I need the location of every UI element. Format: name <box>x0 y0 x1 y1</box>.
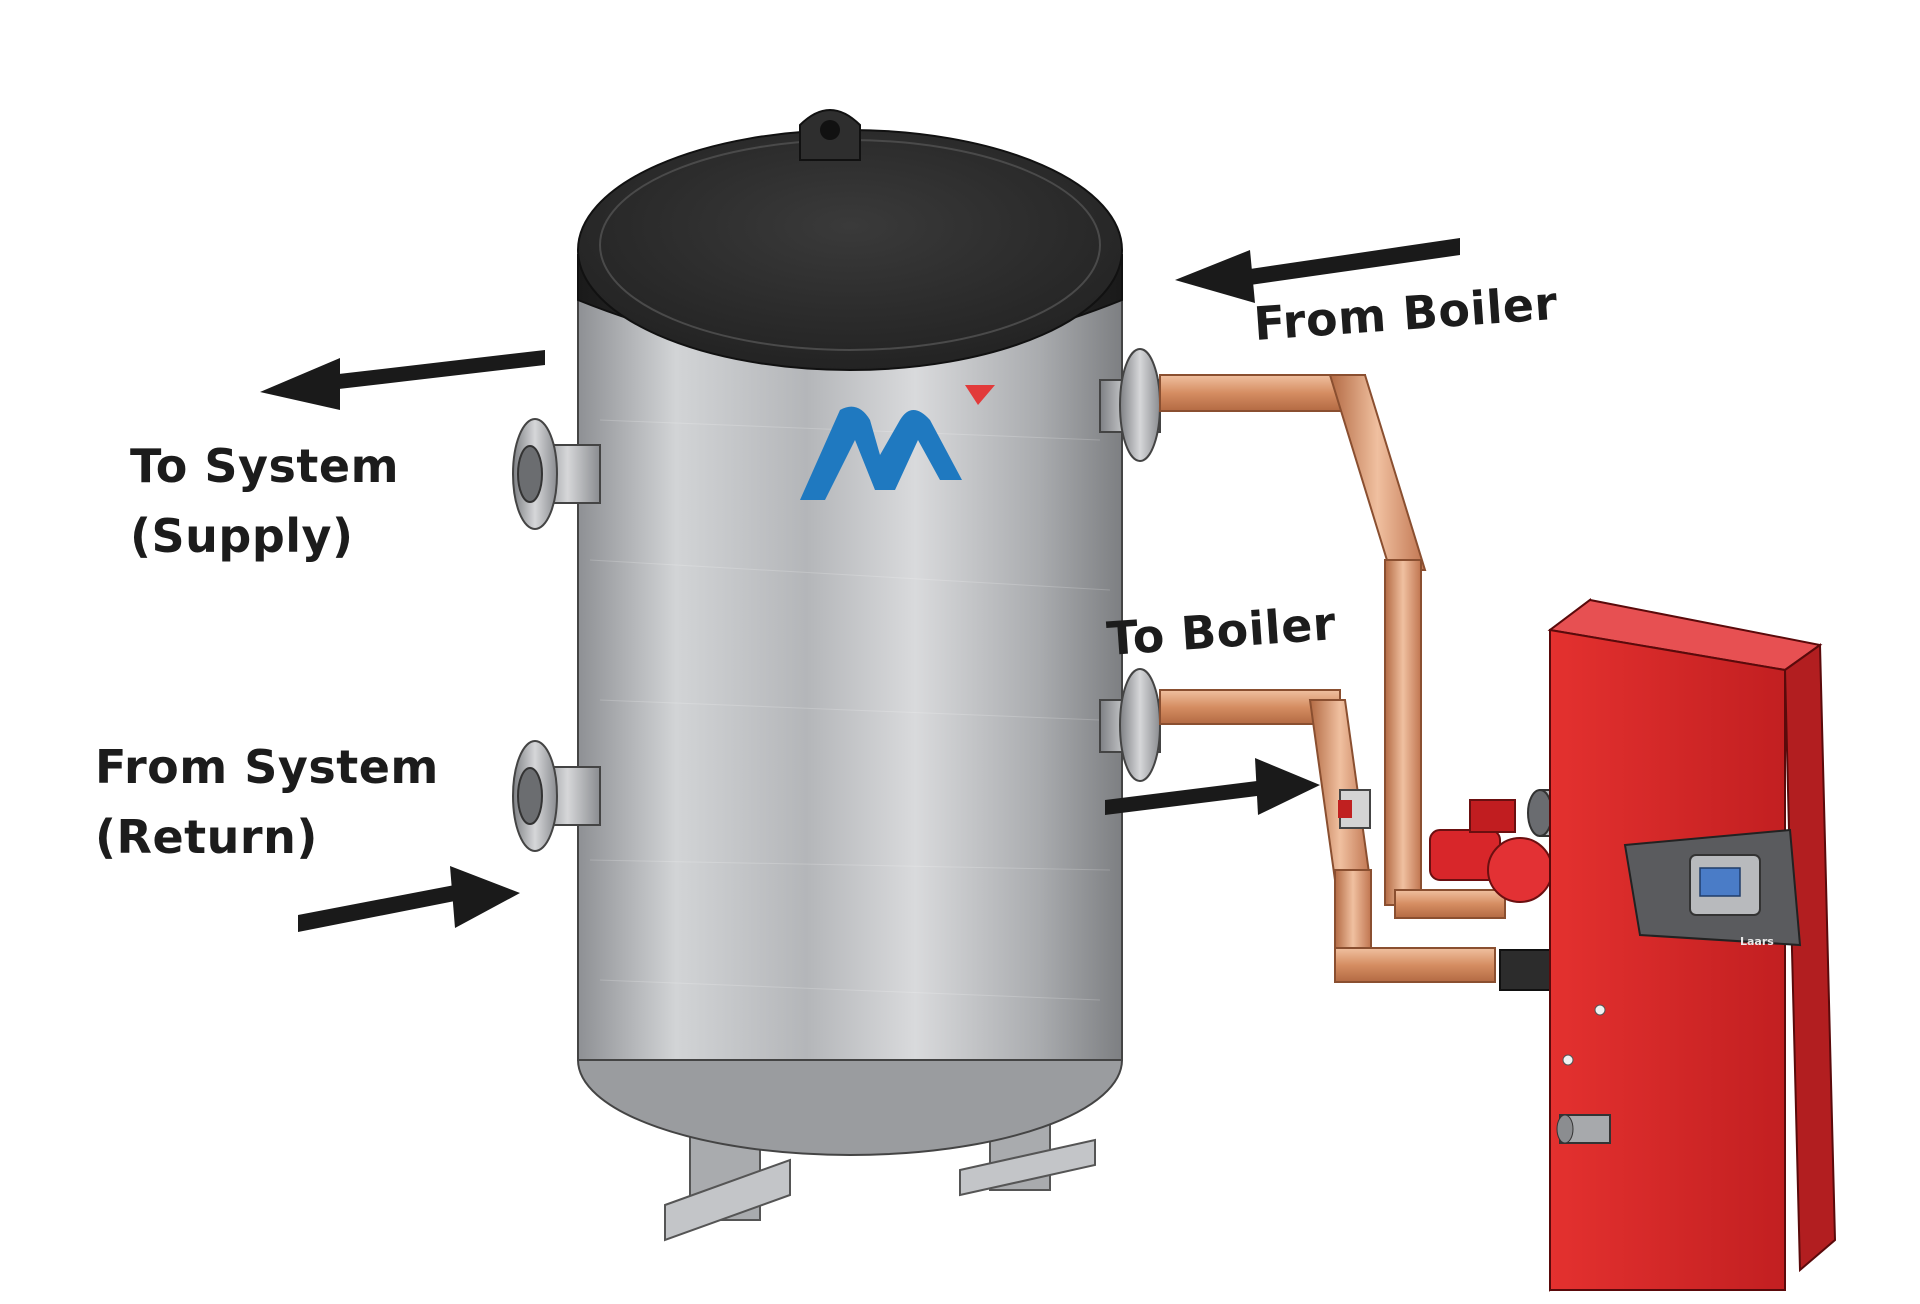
control-display-icon <box>1689 854 1761 916</box>
from-boiler-label: From Boiler <box>1252 276 1559 351</box>
from-system-arrow <box>298 866 520 932</box>
boiler-return-nozzle-right <box>1099 668 1161 782</box>
boiler-brand-badge: Laars <box>1740 935 1774 948</box>
supply-nozzle-left <box>512 418 601 530</box>
m-logo-icon <box>800 385 995 500</box>
boiler-supply-nozzle-right <box>1099 348 1161 462</box>
isolation-valve <box>1338 789 1371 829</box>
return-nozzle-left <box>512 740 601 852</box>
to-system-label-line1: To System <box>130 439 399 493</box>
tank <box>577 109 1123 1242</box>
to-system-label-line2: (Supply) <box>130 509 354 563</box>
from-system-label-line1: From System <box>95 740 439 794</box>
drain-fitting <box>1556 1114 1611 1144</box>
flow-arrows <box>260 238 1460 932</box>
circulator-pump <box>1429 799 1553 903</box>
to-system-arrow <box>260 350 545 410</box>
from-system-label-line2: (Return) <box>95 810 318 864</box>
to-boiler-label: To Boiler <box>1105 596 1338 666</box>
copper-piping <box>1159 374 1506 983</box>
lifting-lug <box>799 109 861 161</box>
boiler: Laars <box>1547 598 1837 1292</box>
to-boiler-arrow <box>1105 758 1320 815</box>
from-boiler-arrow <box>1175 238 1460 303</box>
